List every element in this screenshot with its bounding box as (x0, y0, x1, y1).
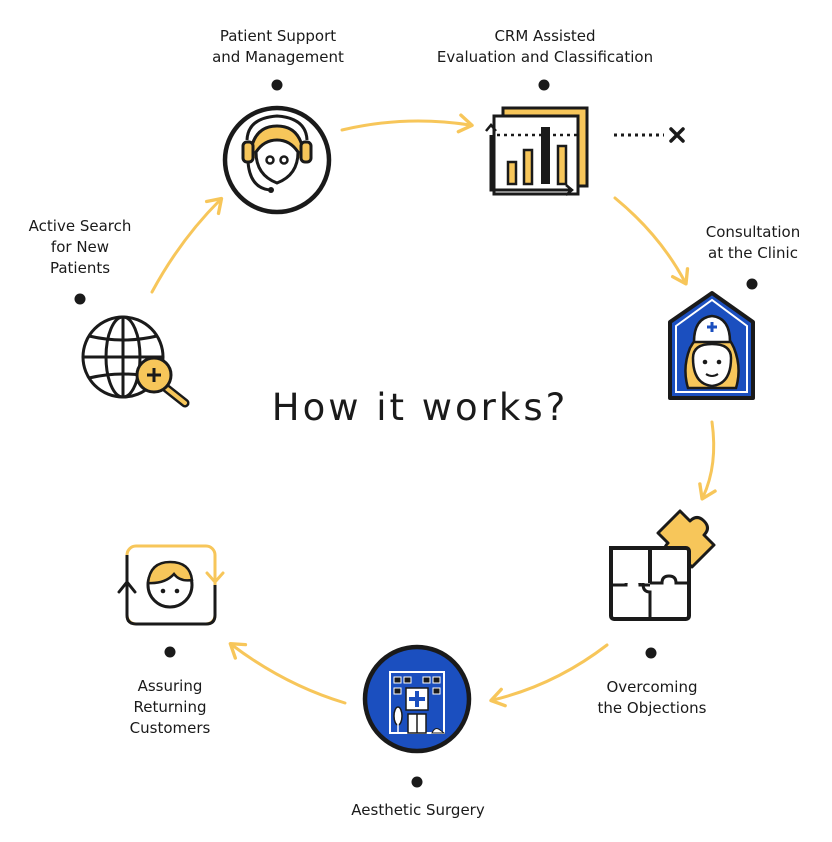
returning-customer-icon (117, 544, 225, 626)
arrow-3 (698, 420, 717, 501)
arrow-2 (613, 196, 690, 286)
dot-step-3 (746, 278, 758, 290)
step-6-label-line-1: Assuring (137, 677, 203, 695)
arrow-5 (228, 642, 347, 705)
step-3-label-line-1: Consultation (705, 223, 801, 241)
step-3-label-line-2: at the Clinic (708, 244, 798, 262)
hospital-building-icon (362, 644, 472, 754)
step-5-label-line-1: Aesthetic Surgery (351, 801, 485, 819)
dot-step-5 (411, 776, 423, 788)
step-1-label-line-1: Patient Support (219, 27, 337, 45)
step-7-label-line-3: Patients (49, 259, 111, 277)
bar-chart-icon (485, 106, 685, 196)
step-4-label-line-1: Overcoming (606, 678, 698, 696)
step-4-label: Overcoming the Objections (598, 677, 707, 719)
step-4-label-line-2: the Objections (597, 699, 707, 717)
label-dots (74, 79, 758, 788)
step-2-label-line-1: CRM Assisted (494, 27, 596, 45)
step-6-label: Assuring Returning Customers (130, 676, 211, 739)
puzzle-icon (609, 509, 716, 621)
step-6-label-line-2: Returning (133, 698, 207, 716)
headset-agent-icon (222, 105, 332, 215)
step-7-label-line-1: Active Search (28, 217, 132, 235)
arrow-4 (489, 643, 609, 708)
step-6-label-line-3: Customers (129, 719, 211, 737)
globe-search-icon (81, 315, 190, 408)
dot-step-1 (271, 79, 283, 91)
nurse-clinic-icon (668, 291, 755, 400)
step-1-label-line-2: and Management (212, 48, 344, 66)
step-7-label-line-2: for New (50, 238, 110, 256)
step-3-label: Consultation at the Clinic (706, 222, 800, 264)
dot-step-7 (74, 293, 86, 305)
dot-step-2 (538, 79, 550, 91)
dot-step-4 (645, 647, 657, 659)
step-1-label: Patient Support and Management (212, 26, 344, 68)
arrow-6 (150, 196, 224, 294)
step-7-label: Active Search for New Patients (29, 216, 132, 279)
arrow-1 (340, 113, 474, 134)
step-2-label: CRM Assisted Evaluation and Classificati… (437, 26, 653, 68)
diagram-title: How it works? (271, 386, 569, 429)
dot-step-6 (164, 646, 176, 658)
step-5-label: Aesthetic Surgery (351, 800, 484, 821)
step-2-label-line-2: Evaluation and Classification (436, 48, 654, 66)
cycle-arrows (150, 113, 717, 708)
